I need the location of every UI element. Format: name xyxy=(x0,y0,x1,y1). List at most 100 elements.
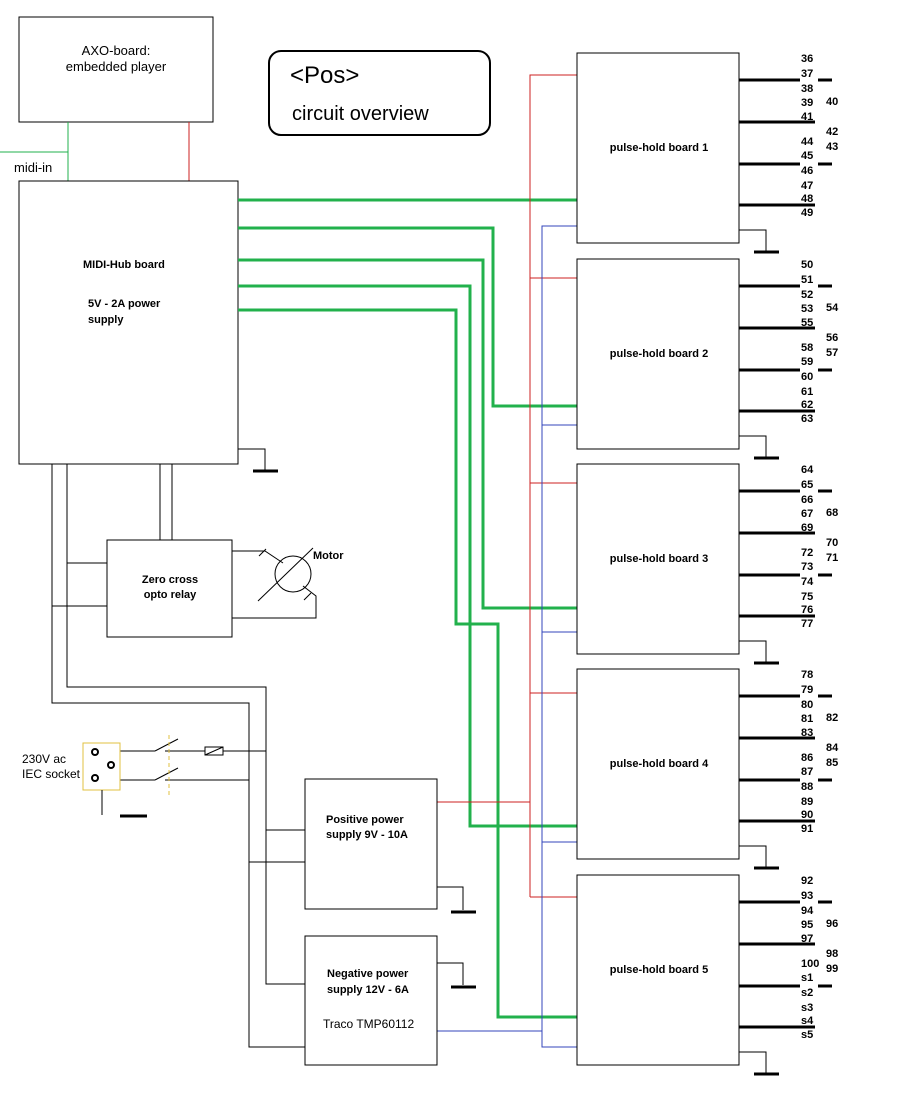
board-2-pin-number: 54 xyxy=(826,302,839,314)
pulse-hold-boards: pulse-hold board 13637383941444546474849… xyxy=(576,52,839,1076)
positive-psu-label-1: Positive power xyxy=(326,814,404,826)
midi-hub-board: MIDI-Hub board 5V - 2A power supply xyxy=(18,180,239,465)
board-4-pin-number: 90 xyxy=(801,809,813,821)
board-2-ground-wire xyxy=(739,435,767,457)
motor-label: Motor xyxy=(313,550,344,562)
board-1-pin-number: 43 xyxy=(826,141,838,153)
board-1-pin-number: 42 xyxy=(826,126,838,138)
board-3-pin-number: 75 xyxy=(801,591,813,603)
board-5-pin-number: 92 xyxy=(801,875,813,887)
pulse-hold-board-5: pulse-hold board 59293949597100s1s2s3s4s… xyxy=(576,874,838,1076)
zero-cross-label-1: Zero cross xyxy=(142,574,198,586)
board-5-pin-number: 98 xyxy=(826,948,838,960)
board-5-pin-number: s2 xyxy=(801,987,813,999)
iec-socket: 230V ac IEC socket xyxy=(22,742,147,818)
title-heading: <Pos> xyxy=(290,62,359,89)
zero-cross-label-2: opto relay xyxy=(144,589,197,601)
pulse-hold-board-1: pulse-hold board 13637383941444546474849… xyxy=(576,52,838,254)
axo-board-label-1: AXO-board: xyxy=(82,43,151,58)
board-3-pin-number: 77 xyxy=(801,618,813,630)
board-4-pin-number: 86 xyxy=(801,752,813,764)
board-5-pin-number: 96 xyxy=(826,918,838,930)
board-5-pin-number: s5 xyxy=(801,1029,813,1041)
title-box: <Pos> circuit overview xyxy=(268,50,491,136)
board-1-pin-number: 41 xyxy=(801,111,813,123)
board-3-label: pulse-hold board 3 xyxy=(610,553,708,565)
board-3-ground-wire xyxy=(739,640,767,662)
positive-power-supply: Positive power supply 9V - 10A xyxy=(304,778,438,910)
board-5-pin-number: 100 xyxy=(801,958,819,970)
board-1-pin-number: 37 xyxy=(801,68,813,80)
board-3-pin-number: 66 xyxy=(801,494,813,506)
board-3-pin-number: 68 xyxy=(826,507,838,519)
board-2-label: pulse-hold board 2 xyxy=(610,348,708,360)
negative-power-bus xyxy=(437,225,577,1048)
board-5-pin-number: s3 xyxy=(801,1002,813,1014)
board-2-pin-number: 57 xyxy=(826,347,838,359)
iec-label-1: 230V ac xyxy=(22,752,66,766)
board-1-pin-number: 36 xyxy=(801,53,813,65)
board-4-pin-number: 80 xyxy=(801,699,813,711)
board-2-pin-number: 58 xyxy=(801,342,813,354)
board-2-pin-number: 61 xyxy=(801,386,813,398)
board-5-pin-number: 99 xyxy=(826,963,838,975)
zero-cross-relay: Zero cross opto relay xyxy=(106,539,233,638)
board-2-pin-number: 62 xyxy=(801,399,813,411)
axo-board: AXO-board: embedded player xyxy=(18,16,214,123)
midi-hub-label-1: MIDI-Hub board xyxy=(83,259,165,271)
midi-hub-ground-wire xyxy=(238,448,266,470)
board-2-pin-number: 56 xyxy=(826,332,838,344)
board-5-ground-wire xyxy=(739,1051,767,1073)
board-5-pin-number: 93 xyxy=(801,890,813,902)
board-2-pin-number: 53 xyxy=(801,303,813,315)
board-3-pin-number: 69 xyxy=(801,522,813,534)
board-4-pin-number: 85 xyxy=(826,757,838,769)
board-3-pin-number: 67 xyxy=(801,508,813,520)
board-5-pin-number: s1 xyxy=(801,972,813,984)
board-4-pin-number: 87 xyxy=(801,766,813,778)
board-1-label: pulse-hold board 1 xyxy=(610,142,708,154)
board-3-pin-number: 72 xyxy=(801,547,813,559)
board-5-pin-number: 94 xyxy=(801,905,814,917)
board-3-pin-number: 76 xyxy=(801,604,813,616)
board-5-pin-number: s4 xyxy=(801,1015,814,1027)
board-4-pin-number: 79 xyxy=(801,684,813,696)
negative-psu-ground-wire xyxy=(437,962,464,985)
board-5-pin-number: 97 xyxy=(801,933,813,945)
board-1-pin-number: 38 xyxy=(801,83,813,95)
board-1-pin-number: 46 xyxy=(801,165,813,177)
board-5-label: pulse-hold board 5 xyxy=(610,964,708,976)
board-2-pin-number: 55 xyxy=(801,317,813,329)
board-4-ground-wire xyxy=(739,845,767,867)
board-3-pin-number: 73 xyxy=(801,561,813,573)
negative-power-supply: Negative power supply 12V - 6A Traco TMP… xyxy=(304,935,438,1066)
mains-switch xyxy=(154,735,224,797)
board-2-pin-number: 60 xyxy=(801,371,813,383)
pulse-hold-board-2: pulse-hold board 25051525355585960616263… xyxy=(576,258,839,460)
board-3-pin-number: 64 xyxy=(801,464,814,476)
midi-bus-wires xyxy=(238,198,578,1019)
board-4-pin-number: 81 xyxy=(801,713,813,725)
positive-power-bus xyxy=(437,74,577,898)
board-1-pin-number: 44 xyxy=(801,136,814,148)
board-3-pin-number: 71 xyxy=(826,552,838,564)
board-4-pin-number: 84 xyxy=(826,742,839,754)
pulse-hold-board-3: pulse-hold board 36465666769727374757677… xyxy=(576,463,838,665)
pulse-hold-board-4: pulse-hold board 47879808183868788899091… xyxy=(576,668,839,870)
board-4-pin-number: 83 xyxy=(801,727,813,739)
positive-psu-label-2: supply 9V - 10A xyxy=(326,829,408,841)
positive-psu-ground-wire xyxy=(437,886,464,910)
board-1-pin-number: 39 xyxy=(801,97,813,109)
board-2-pin-number: 52 xyxy=(801,289,813,301)
midi-hub-label-2: 5V - 2A power xyxy=(88,298,161,310)
board-4-pin-number: 88 xyxy=(801,781,813,793)
board-4-pin-number: 82 xyxy=(826,712,838,724)
motor: Motor xyxy=(232,547,344,619)
board-4-pin-number: 89 xyxy=(801,796,813,808)
board-3-pin-number: 74 xyxy=(801,576,814,588)
iec-label-2: IEC socket xyxy=(22,767,81,781)
negative-psu-label-2: supply 12V - 6A xyxy=(327,984,409,996)
board-2-pin-number: 50 xyxy=(801,259,813,271)
midi-hub-label-3: supply xyxy=(88,314,124,326)
